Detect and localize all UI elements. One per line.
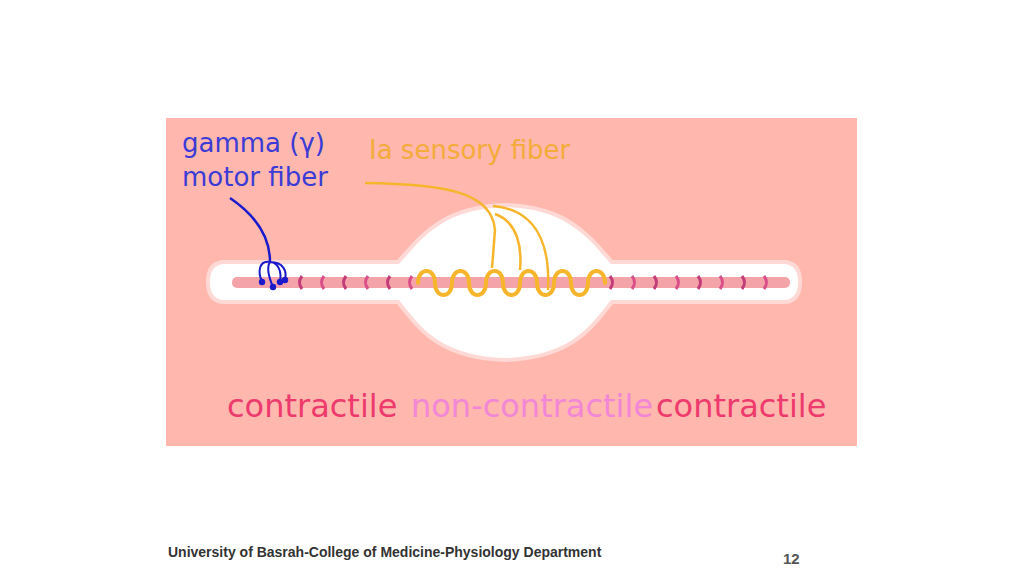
- motor-endplate: [259, 279, 265, 285]
- striation: [410, 276, 413, 289]
- striation: [698, 276, 701, 289]
- striation: [610, 276, 613, 289]
- striation: [300, 276, 303, 289]
- ia-fiber-line: [365, 183, 495, 268]
- muscle-background: [166, 118, 857, 446]
- footer-text: University of Basrah-College of Medicine…: [168, 543, 688, 561]
- striation: [366, 276, 369, 289]
- striation: [388, 276, 391, 289]
- motor-endplate: [282, 277, 288, 283]
- fiber-label: gamma (γ) motor fiber: [182, 126, 342, 194]
- ia-fiber-branch: [495, 214, 520, 270]
- region-label: contractile: [656, 386, 856, 426]
- region-label: non-contractile: [411, 386, 671, 426]
- striation: [676, 276, 679, 289]
- striation: [344, 276, 347, 289]
- striation: [720, 276, 723, 289]
- spindle-capsule: [208, 205, 800, 360]
- striation: [322, 276, 325, 289]
- ia-fiber-branch: [493, 206, 548, 290]
- striation: [764, 276, 767, 289]
- gamma-fiber-line: [230, 198, 270, 262]
- striations: [300, 276, 767, 289]
- striation: [742, 276, 745, 289]
- gamma-terminals: [260, 262, 286, 287]
- intrafusal-fiber: [232, 277, 790, 288]
- striation: [632, 276, 635, 289]
- annulospiral-ending: [418, 271, 605, 295]
- striation: [654, 276, 657, 289]
- fiber-label: Ia sensory fiber: [369, 133, 629, 167]
- motor-endplate: [270, 284, 276, 290]
- page-number: 12: [783, 550, 823, 568]
- region-label: contractile: [227, 386, 427, 426]
